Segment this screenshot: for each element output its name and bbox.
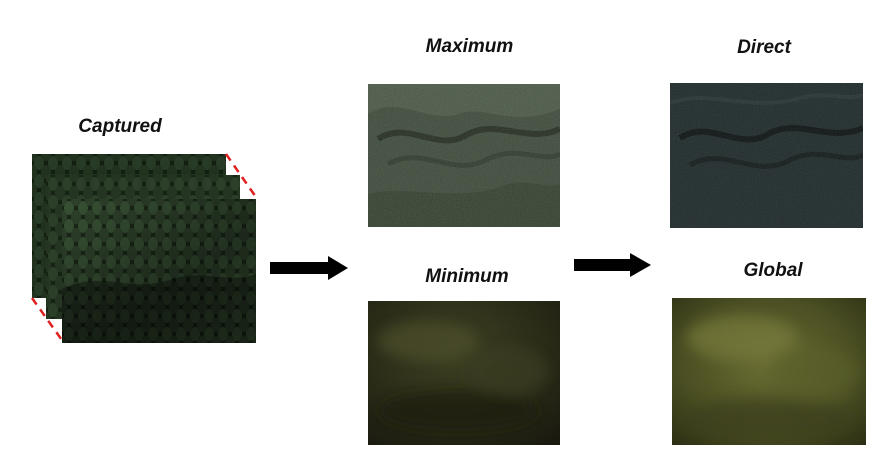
direct-label: Direct <box>737 37 791 58</box>
global-image <box>672 298 866 445</box>
maximum-image <box>368 84 560 227</box>
minimum-label: Minimum <box>425 266 509 287</box>
arrow-right-icon <box>270 256 348 280</box>
direct-image <box>670 83 863 228</box>
global-label: Global <box>743 260 803 281</box>
arrow-right-icon <box>574 253 651 277</box>
captured-stack-edges <box>30 153 260 344</box>
captured-frame-front <box>62 199 256 343</box>
minimum-image <box>368 301 560 445</box>
maximum-label: Maximum <box>425 36 514 57</box>
captured-label: Captured <box>78 116 162 137</box>
